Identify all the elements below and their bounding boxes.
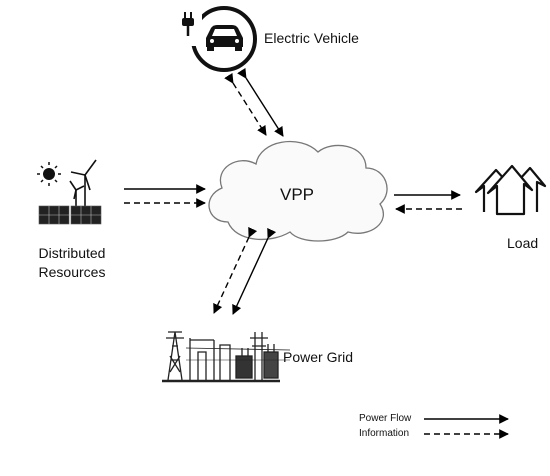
distributed-line1: Distributed [38, 245, 106, 261]
solar-wind-icon [37, 159, 102, 225]
ev-power-flow-arrow [237, 67, 284, 137]
vpp-label: VPP [280, 185, 315, 204]
ev-charging-icon [180, 6, 257, 72]
legend-power-flow-label: Power Flow [359, 413, 412, 424]
grid-information-arrow [213, 226, 258, 314]
grid-power-flow-arrow [232, 227, 277, 315]
legend-information-label: Information [359, 428, 410, 439]
electric-vehicle-label: Electric Vehicle [264, 30, 359, 46]
house-icon [474, 164, 547, 216]
ev-information-arrow [224, 72, 267, 136]
load-label: Load [507, 235, 539, 251]
cloud-icon [208, 140, 388, 242]
distributed-line2: Resources [38, 264, 106, 280]
distributed-resources-label: Distributed Resources [22, 244, 122, 282]
power-grid-icon [162, 331, 291, 383]
power-grid-label: Power Grid [283, 349, 354, 365]
